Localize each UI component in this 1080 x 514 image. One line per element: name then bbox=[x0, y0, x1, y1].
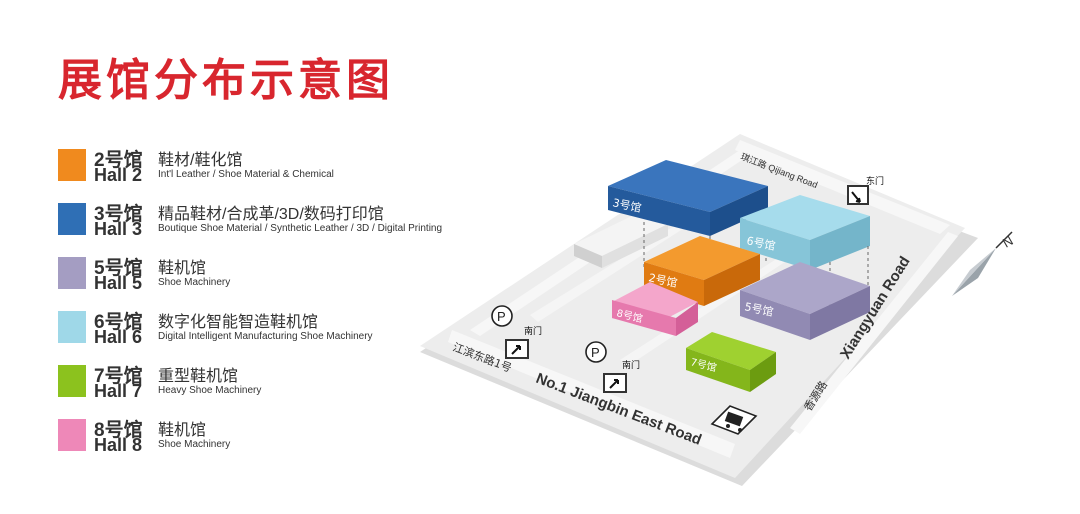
gate-arrow-icon bbox=[609, 379, 619, 389]
swatch-hall-2 bbox=[58, 149, 86, 181]
legend-hall-en: Hall 8 bbox=[94, 435, 143, 455]
legend-hall-cn: 2号馆 bbox=[94, 150, 143, 171]
south-gate-label: 南门 bbox=[622, 359, 640, 371]
legend-desc-cn: 重型鞋机馆 bbox=[158, 368, 239, 385]
legend-hall-cn: 6号馆 bbox=[94, 312, 143, 333]
legend-item-hall-7: 7号馆 Hall 7 重型鞋机馆 Heavy Shoe Machinery bbox=[58, 361, 498, 409]
legend-desc-cn: 精品鞋材/合成革/3D/数码打印馆 bbox=[158, 206, 384, 223]
legend-hall-en: Hall 5 bbox=[94, 273, 143, 293]
hall-2-label: 2号馆 bbox=[647, 270, 678, 290]
south-gate: 南门 bbox=[603, 359, 640, 393]
legend-hall-cn: 3号馆 bbox=[94, 204, 143, 225]
swatch-hall-7 bbox=[58, 365, 86, 397]
hall-3-label: 3号馆 bbox=[611, 195, 642, 215]
legend-item-hall-5: 5号馆 Hall 5 鞋机馆 Shoe Machinery bbox=[58, 253, 498, 301]
legend-hall-en: Hall 3 bbox=[94, 219, 143, 239]
legend-desc-en: Heavy Shoe Machinery bbox=[158, 385, 262, 396]
legend-hall-en: Hall 2 bbox=[94, 165, 143, 185]
legend-desc-cn: 鞋机馆 bbox=[158, 260, 207, 277]
bus-stop-icon bbox=[710, 405, 758, 435]
swatch-hall-8 bbox=[58, 419, 86, 451]
south-west-gate: 南门 bbox=[505, 325, 542, 359]
hall-3-building bbox=[608, 160, 768, 236]
road-jiangbin bbox=[448, 330, 735, 458]
svg-text:P: P bbox=[591, 345, 600, 360]
hall-5-building bbox=[740, 262, 870, 340]
legend-desc-cn: 鞋材/鞋化馆 bbox=[158, 152, 243, 169]
swatch-hall-3 bbox=[58, 203, 86, 235]
east-gate-label: 东门 bbox=[866, 175, 884, 187]
legend-hall-en: Hall 7 bbox=[94, 381, 143, 401]
hall-8-building bbox=[612, 282, 698, 336]
legend-item-hall-6: 6号馆 Hall 6 数字化智能智造鞋机馆 Digital Intelligen… bbox=[58, 307, 498, 355]
north-arrow-icon: N bbox=[952, 231, 1016, 296]
page-title: 展馆分布示意图 bbox=[58, 55, 394, 106]
legend-desc-en: Shoe Machinery bbox=[158, 439, 231, 450]
gate-arrow-icon bbox=[511, 345, 521, 355]
legend-hall-cn: 7号馆 bbox=[94, 366, 143, 387]
legend-hall-en: Hall 6 bbox=[94, 327, 143, 347]
legend-desc-en: Boutique Shoe Material / Synthetic Leath… bbox=[158, 223, 443, 234]
east-gate: 东门 bbox=[847, 175, 884, 205]
legend-desc-cn: 鞋机馆 bbox=[158, 422, 207, 439]
legend-item-hall-3: 3号馆 Hall 3 精品鞋材/合成革/3D/数码打印馆 Boutique Sh… bbox=[58, 199, 498, 247]
legend-item-hall-8: 8号馆 Hall 8 鞋机馆 Shoe Machinery bbox=[58, 415, 498, 463]
north-label: N bbox=[1000, 233, 1016, 251]
hall-2-building bbox=[644, 236, 760, 306]
gate-arrow-icon bbox=[851, 191, 861, 203]
legend-item-hall-2: 2号馆 Hall 2 鞋材/鞋化馆 Int'l Leather / Shoe M… bbox=[58, 145, 498, 193]
road-xiangyuan bbox=[790, 232, 958, 434]
swatch-hall-6 bbox=[58, 311, 86, 343]
hall-6-label: 6号馆 bbox=[745, 233, 776, 253]
legend-desc-en: Digital Intelligent Manufacturing Shoe M… bbox=[158, 331, 373, 342]
road-qijiang bbox=[735, 140, 950, 234]
parking-icon: P bbox=[491, 305, 513, 327]
swatch-hall-5 bbox=[58, 257, 86, 289]
south-west-gate-label: 南门 bbox=[524, 325, 542, 337]
legend-hall-cn: 5号馆 bbox=[94, 258, 143, 279]
svg-text:P: P bbox=[497, 309, 506, 324]
hall-7-building bbox=[686, 332, 776, 392]
legend-desc-cn: 数字化智能智造鞋机馆 bbox=[158, 314, 319, 331]
hall-6-building bbox=[740, 195, 870, 270]
parking-icon: P bbox=[585, 341, 607, 363]
legend-desc-en: Int'l Leather / Shoe Material & Chemical bbox=[158, 169, 334, 180]
legend-hall-cn: 8号馆 bbox=[94, 420, 143, 441]
hall-5-label: 5号馆 bbox=[743, 299, 774, 319]
legend-desc-en: Shoe Machinery bbox=[158, 277, 231, 288]
